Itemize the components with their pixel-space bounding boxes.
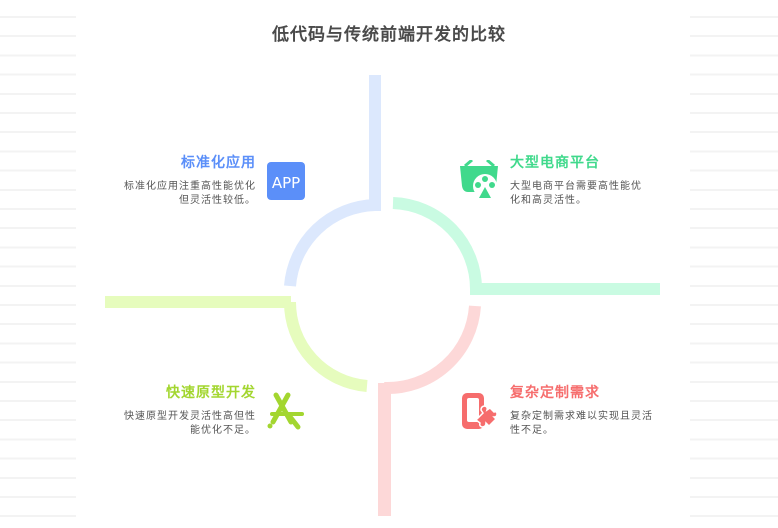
quadrant-top-right: 大型电商平台 大型电商平台需要高性能优化和高灵活性。 bbox=[510, 152, 650, 208]
arc-top-left bbox=[284, 75, 381, 287]
quadrant-description: 复杂定制需求难以实现且灵活性不足。 bbox=[510, 411, 653, 436]
arc-bottom-left bbox=[105, 296, 368, 392]
device-puzzle-icon bbox=[459, 391, 499, 431]
diagram-title: 低代码与传统前端开发的比较 bbox=[272, 25, 506, 45]
quadrant-heading: 复杂定制需求 bbox=[510, 385, 600, 401]
quadrant-heading: 标准化应用 bbox=[181, 155, 256, 171]
svg-text:APP: APP bbox=[272, 174, 300, 192]
quadrant-description: 标准化应用注重高性能优化但灵活性较低。 bbox=[124, 181, 256, 206]
quadrant-description: 大型电商平台需要高性能优化和高灵活性。 bbox=[510, 181, 642, 206]
app-store-icon bbox=[266, 392, 306, 432]
arc-bottom-right bbox=[378, 305, 481, 516]
quadrant-description: 快速原型开发灵活性高但性能优化不足。 bbox=[124, 411, 256, 436]
background-stripes-right bbox=[690, 0, 778, 528]
quadrant-top-left: 标准化应用 标准化应用注重高性能优化但灵活性较低。 bbox=[120, 152, 256, 208]
quadrant-bottom-left: 快速原型开发 快速原型开发灵活性高但性能优化不足。 bbox=[120, 382, 256, 438]
quadrant-bottom-right: 复杂定制需求 复杂定制需求难以实现且灵活性不足。 bbox=[510, 382, 660, 438]
quadrant-heading: 快速原型开发 bbox=[166, 385, 256, 401]
arc-top-right bbox=[392, 197, 660, 295]
app-icon: APP bbox=[266, 161, 306, 201]
background-stripes-left bbox=[0, 0, 76, 528]
shopping-basket-icon bbox=[459, 158, 499, 200]
quadrant-heading: 大型电商平台 bbox=[510, 155, 600, 171]
